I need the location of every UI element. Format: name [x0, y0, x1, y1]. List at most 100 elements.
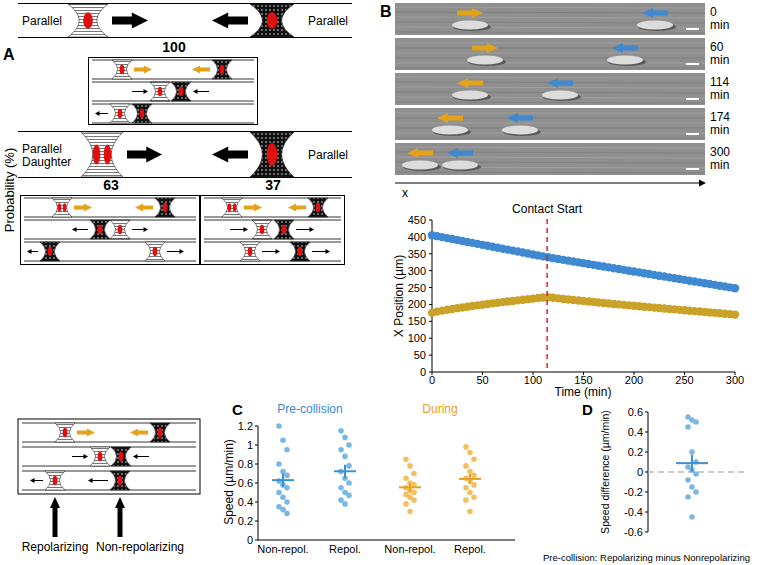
nucleus: [267, 143, 278, 166]
tick-label: 0.2: [628, 446, 643, 458]
direction-arrow: [212, 147, 248, 163]
cell-label: Parallel: [308, 15, 348, 28]
tick-mark: [429, 220, 432, 221]
data-point: [731, 310, 739, 318]
tick-label: -0.6: [624, 526, 643, 538]
data-point: [346, 480, 352, 486]
arrow-head: [193, 89, 198, 94]
nucleus: [118, 109, 123, 119]
tick-label: 300: [726, 374, 744, 386]
striped-cell: [110, 220, 130, 239]
channel-streak: [395, 138, 705, 139]
nucleus: [140, 109, 145, 119]
nucleus: [98, 452, 103, 462]
arrow-head: [699, 180, 706, 187]
nucleus: [220, 65, 225, 75]
motion-arrow: [296, 229, 311, 230]
x-direction-axis: [395, 183, 700, 184]
dotted-cell: [250, 4, 294, 37]
tick-label: 300: [408, 265, 426, 277]
nucleus: [248, 247, 253, 257]
arrow-head: [72, 227, 77, 232]
data-point: [346, 463, 352, 469]
data-point: [689, 514, 695, 520]
motion-arrow: [230, 229, 245, 230]
data-point: [693, 471, 699, 477]
tick-label: 0.2: [238, 515, 253, 527]
channel-box: ParallelParallel: [18, 3, 352, 38]
panel-letter: B: [380, 3, 392, 21]
data-point: [471, 473, 477, 479]
channel-streak: [395, 152, 705, 153]
axis-title: Speed (µm/min): [223, 439, 236, 525]
data-point: [284, 447, 290, 453]
tick-label: 200: [625, 374, 643, 386]
channel-streak: [395, 17, 705, 18]
data-point: [467, 490, 473, 496]
channel-streak: [395, 53, 705, 54]
annotation: Contact Start: [512, 203, 582, 216]
nucleus: [179, 87, 184, 97]
data-point: [471, 482, 477, 488]
micrograph: [395, 38, 705, 70]
channel-wall: [204, 239, 341, 240]
tracking-arrow: [457, 8, 483, 18]
panel-letter: D: [582, 402, 593, 419]
tick-label: 0: [429, 374, 435, 386]
tick-label: 400: [408, 231, 426, 243]
channel-streak: [395, 32, 705, 33]
nucleus: [267, 12, 278, 29]
tick-mark: [255, 445, 258, 446]
arrow-head: [84, 454, 89, 459]
panel-letter: A: [3, 46, 15, 64]
data-point: [280, 437, 286, 443]
axis-title: X Position (µm): [393, 255, 406, 337]
tick-mark: [645, 492, 648, 493]
tick-label: 1.2: [238, 420, 253, 432]
channel-streak: [395, 43, 705, 44]
axis-title: Pre-collision: Repolarizing minus Nonrep…: [543, 553, 750, 563]
striped-cell: [55, 423, 75, 442]
motion-arrow: [288, 204, 306, 212]
striped-cell: [222, 198, 242, 217]
nucleus: [298, 247, 303, 257]
category-label: Non-repol.: [257, 543, 308, 555]
data-point: [403, 456, 409, 462]
data-point: [342, 454, 348, 460]
motion-arrow: [75, 229, 88, 230]
motion-arrow: [244, 204, 262, 212]
series-label: Pre-collision: [277, 403, 342, 416]
motion-arrow: [192, 66, 210, 74]
data-point: [346, 442, 352, 448]
tick-label: 1: [247, 439, 253, 451]
dotted-cell: [212, 60, 232, 79]
scale-bar: [686, 98, 699, 100]
tick-label: 0: [420, 366, 426, 378]
cell-label: Parallel Daughter: [22, 142, 76, 168]
data-point: [284, 473, 290, 479]
axis-line: [432, 220, 433, 372]
probability-value: 37: [265, 178, 281, 193]
dotted-cell: [132, 104, 152, 123]
cell-image: [452, 91, 488, 100]
data-point: [284, 511, 290, 517]
nucleus: [118, 476, 123, 486]
micrograph: [395, 3, 705, 35]
cell-image: [502, 126, 538, 135]
data-point: [346, 493, 352, 499]
time-label: 300 min: [710, 146, 736, 172]
nucleus: [119, 452, 124, 462]
striped-cell: [90, 447, 110, 466]
data-point: [463, 485, 469, 491]
tick-mark: [645, 452, 648, 453]
nucleus: [316, 203, 321, 213]
motion-arrow: [167, 251, 181, 252]
data-point: [403, 501, 409, 507]
channel-wall: [204, 242, 341, 243]
nucleus: [48, 247, 53, 257]
pointer-arrow: [115, 497, 125, 537]
time-label: 60 min: [710, 41, 736, 67]
arrow-head: [144, 89, 149, 94]
striped-cell: [68, 4, 108, 37]
